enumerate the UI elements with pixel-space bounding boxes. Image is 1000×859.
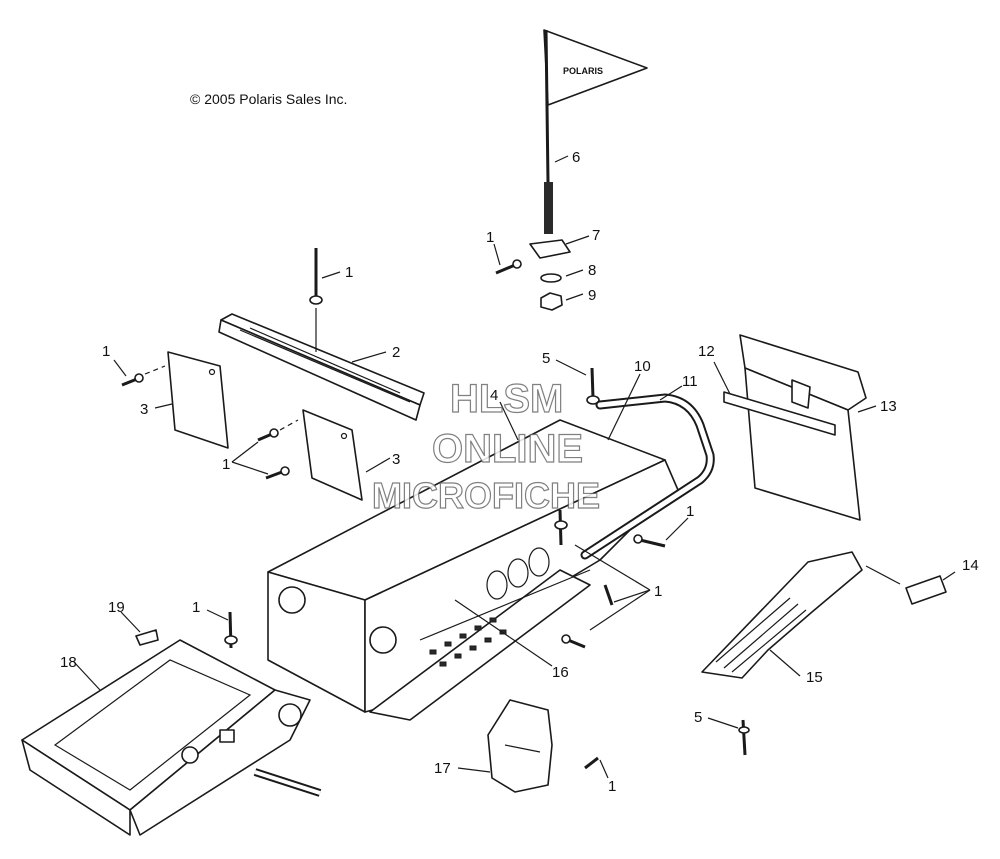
callout-1-plate-lower: 1 (222, 456, 230, 473)
callout-1-tunnel: 1 (654, 583, 662, 600)
callout-numbers: 1 2 1 3 1 3 1 7 8 9 6 4 5 10 11 12 13 1 … (60, 149, 979, 795)
callout-5-tunnel: 5 (542, 350, 550, 367)
rail-side (218, 319, 421, 421)
flag-pole-threaded-end (544, 182, 553, 234)
flag-assembly: POLARIS (529, 29, 648, 311)
bolt-tunnel-d (633, 534, 666, 548)
plate-3-lower (302, 409, 363, 501)
reflector-14 (905, 575, 947, 605)
snowflap-brace-12 (723, 391, 836, 436)
callout-5-bumper: 5 (694, 709, 702, 726)
flag-logo: POLARIS (563, 66, 603, 76)
callout-9: 9 (588, 287, 596, 304)
callout-10: 10 (634, 358, 651, 375)
bolt-tunnel-b (603, 584, 614, 606)
bolt-tunnel-a (554, 509, 568, 546)
footrest-16 (369, 569, 591, 721)
nut-9 (540, 292, 563, 311)
callout-1-frame: 1 (192, 599, 200, 616)
bolt-5-bumper (738, 719, 750, 756)
flag-pole (544, 29, 550, 183)
clip-19 (135, 629, 159, 646)
bolt-rail (309, 248, 323, 352)
bolt-5-tunnel (586, 367, 600, 405)
watermark: HLSM ONLINE MICROFICHE (371, 376, 600, 516)
snowflap-top-13 (739, 334, 867, 411)
tunnel-4 (267, 419, 679, 721)
callout-1-rail: 1 (345, 264, 353, 281)
bolt-plate-b (257, 419, 299, 442)
callout-1-cover: 1 (608, 778, 616, 795)
cover-17 (487, 699, 553, 793)
leader-lines (73, 155, 956, 779)
bolt-plate-a (121, 365, 166, 387)
watermark-line-1: HLSM (450, 377, 563, 421)
callout-16: 16 (552, 664, 569, 681)
callout-17: 17 (434, 760, 451, 777)
callout-1-plate-upper: 1 (102, 343, 110, 360)
flag-bracket-7 (529, 239, 571, 259)
bolt-frame (224, 611, 238, 649)
washer-8 (540, 273, 562, 283)
plate-3-upper (167, 351, 229, 449)
callout-18: 18 (60, 654, 77, 671)
callout-19: 19 (108, 599, 125, 616)
watermark-line-3: MICROFICHE (372, 475, 600, 516)
copyright-text: © 2005 Polaris Sales Inc. (190, 91, 347, 107)
front-frame-18 (21, 639, 322, 836)
bolt-cover (584, 756, 599, 770)
bolt-tunnel-c (561, 634, 586, 649)
callout-2: 2 (392, 344, 400, 361)
snowflap-hook (791, 379, 811, 409)
callout-1-flag: 1 (486, 229, 494, 246)
bolt-flag (495, 259, 522, 275)
callout-6: 6 (572, 149, 580, 166)
callout-7: 7 (592, 227, 600, 244)
watermark-line-2: ONLINE (432, 427, 583, 471)
callout-3-upper: 3 (140, 401, 148, 418)
bumper-15 (701, 551, 863, 679)
callout-3-lower: 3 (392, 451, 400, 468)
callout-4: 4 (490, 387, 498, 404)
frame-front (21, 739, 131, 836)
bumper-ribs (715, 597, 807, 673)
callout-15: 15 (806, 669, 823, 686)
callout-14: 14 (962, 557, 979, 574)
bolt-plate-c (265, 466, 290, 480)
callout-12: 12 (698, 343, 715, 360)
callout-13: 13 (880, 398, 897, 415)
callout-1-grabbar: 1 (686, 503, 694, 520)
callout-11: 11 (682, 373, 698, 390)
callout-8: 8 (588, 262, 596, 279)
rail-2 (218, 313, 425, 421)
